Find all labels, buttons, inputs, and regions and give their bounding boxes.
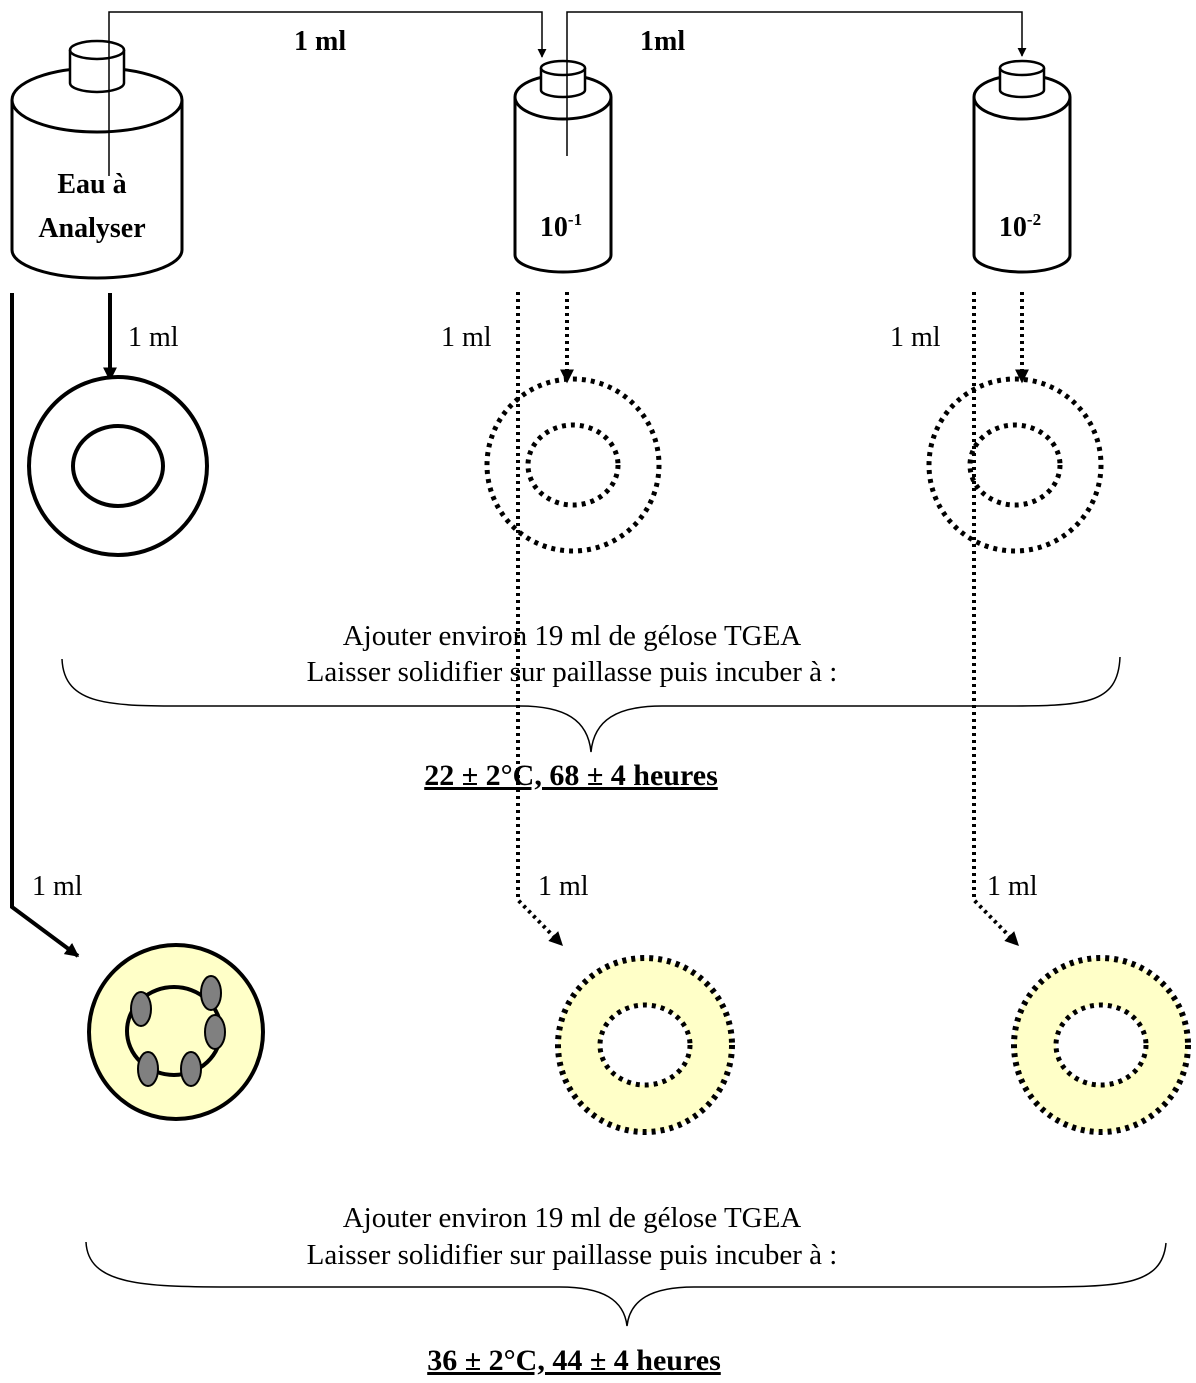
row1-volume-label-2: 1 ml [441,322,492,353]
sample-label-line1: Eau à [57,169,126,200]
transfer-label-1: 1 ml [294,26,346,57]
sample-bottle: Eau à Analyser [12,41,182,278]
row2-volume-label-3: 1 ml [987,871,1038,902]
transfer-label-2: 1ml [640,26,685,57]
row2-plate-dilution-2 [1014,958,1188,1132]
row1-volume-label-3: 1 ml [890,322,941,353]
stage1-instructions: Ajouter environ 19 ml de gélose TGEA Lai… [62,620,1120,792]
row2-volume-label-1: 1 ml [32,871,83,902]
row1-plate-dilution-1 [487,379,659,551]
stage1-instruction-line2: Laisser solidifier sur paillasse puis in… [307,656,838,688]
row1-transfers: 1 ml 1 ml 1 ml [110,292,1022,382]
stage2-instruction-line2: Laisser solidifier sur paillasse puis in… [307,1239,838,1271]
colony [138,1052,158,1086]
stage1-instruction-line1: Ajouter environ 19 ml de gélose TGEA [343,620,802,652]
stage1-incubation: 22 ± 2°C, 68 ± 4 heures [424,759,718,792]
dilution-bottle-2: 10-2 [974,61,1070,272]
row2-plate-sample [89,945,263,1119]
row2-plate-dilution-1 [558,958,732,1132]
row2-volume-label-2: 1 ml [538,871,589,902]
colony [205,1015,225,1049]
row1-plate-dilution-2 [929,379,1101,551]
stage2-incubation: 36 ± 2°C, 44 ± 4 heures [427,1344,721,1377]
stage2-instructions: Ajouter environ 19 ml de gélose TGEA Lai… [86,1202,1166,1377]
sample-label-line2: Analyser [38,213,145,244]
colony [181,1052,201,1086]
row1-plate-sample [29,377,207,555]
dilution-bottle-1: 10-1 [515,61,611,272]
row1-volume-label-1: 1 ml [128,322,179,353]
stage2-instruction-line1: Ajouter environ 19 ml de gélose TGEA [343,1202,802,1234]
colony [201,976,221,1010]
colony [131,992,151,1026]
